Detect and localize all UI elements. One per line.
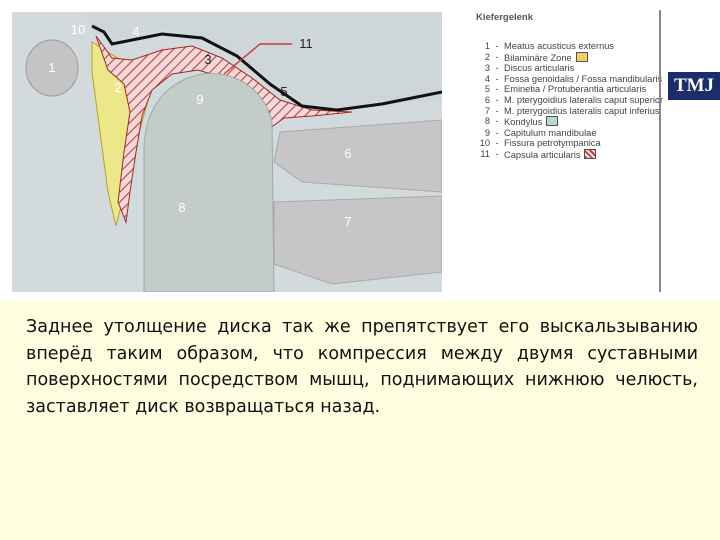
legend-item-number: 5 <box>484 84 490 95</box>
legend-dash: - <box>495 116 499 127</box>
legend-dash: - <box>495 148 499 159</box>
legend-item-text: Discus articularis <box>504 63 664 74</box>
label-6: 6 <box>344 146 351 161</box>
legend-item-number: 3 <box>484 63 490 74</box>
legend-dash: - <box>495 51 499 62</box>
lateral-pterygoid-superior <box>273 119 442 193</box>
legend-item-text: M. pterygoidius lateralis caput inferius <box>504 106 664 117</box>
legend-item-label: Meatus acusticus externus <box>504 41 615 51</box>
legend-swatch <box>584 148 597 159</box>
legend-item-number: 11 <box>480 148 490 159</box>
legend-item: 7-M. pterygoidius lateralis caput inferi… <box>476 106 664 117</box>
label-1: 1 <box>48 60 55 75</box>
lateral-pterygoid-inferior <box>273 195 442 285</box>
tmj-badge: TMJ <box>668 72 720 100</box>
legend-item-label: M. pterygoidius lateralis caput superior <box>504 94 664 105</box>
legend-dash: - <box>495 105 499 116</box>
legend-swatch <box>575 51 588 62</box>
mandibular-condyle <box>143 73 275 292</box>
label-9: 9 <box>196 92 203 107</box>
label-10: 10 <box>71 22 85 37</box>
legend-item: 10-Fissura petrotympanica <box>476 138 664 149</box>
leader-line-11 <box>223 43 292 75</box>
legend-item-number: 2 <box>484 51 490 62</box>
label-5: 5 <box>280 84 287 99</box>
label-2: 2 <box>114 80 121 95</box>
legend-item-label: Kondylus <box>504 117 543 128</box>
legend-dash: - <box>495 138 499 149</box>
legend-divider <box>659 10 661 292</box>
legend-item-number: 4 <box>484 73 490 84</box>
legend-item-label: Fossa genoidalis / Fossa mandibularis <box>504 73 663 84</box>
legend-dash: - <box>495 63 499 74</box>
legend-item-label: Capsula articularis <box>504 149 581 160</box>
legend-item-label: Discus articularis <box>504 63 575 74</box>
legend-dash: - <box>495 84 499 95</box>
figure-panel: 1 2 3 4 5 6 7 8 9 10 11 Kiefergelenk 1-M… <box>0 0 720 300</box>
legend-item-number: 1 <box>484 41 490 51</box>
legend-item-label: Bilaminäre Zone <box>504 52 572 63</box>
legend-item-text: Fossa genoidalis / Fossa mandibularis <box>504 74 664 85</box>
legend-dash: - <box>495 41 499 51</box>
legend-item-text: M. pterygoidius lateralis caput superior <box>504 95 664 106</box>
label-3: 3 <box>204 52 211 67</box>
legend-dash: - <box>495 127 499 138</box>
legend: Kiefergelenk 1-Meatus acusticus externus… <box>476 12 664 161</box>
label-4: 4 <box>132 24 139 39</box>
fossa-contour-line <box>91 24 442 112</box>
legend-item: 11-Capsula articularis <box>476 148 664 161</box>
caption-text: Заднее утолщение диска так же препятству… <box>26 317 698 417</box>
legend-item-text: Kondylus <box>504 116 664 128</box>
legend-item: 5-Eminetia / Protuberantia articularis <box>476 84 664 95</box>
legend-item: 2-Bilaminäre Zone <box>476 51 664 64</box>
legend-item: 1-Meatus acusticus externus <box>476 41 664 52</box>
label-7: 7 <box>344 214 351 229</box>
legend-item-number: 9 <box>484 127 490 138</box>
legend-item-text: Fissura petrotympanica <box>504 138 664 149</box>
legend-item-label: Capitulum mandibulae <box>504 127 597 138</box>
legend-dash: - <box>495 94 499 105</box>
legend-swatch <box>546 116 559 127</box>
legend-item-text: Capsula articularis <box>504 148 664 161</box>
legend-title: Kiefergelenk <box>476 12 534 23</box>
legend-item-number: 10 <box>479 138 490 149</box>
legend-item: 8-Kondylus <box>476 116 664 128</box>
legend-item-label: Eminetia / Protuberantia articularis <box>504 84 647 95</box>
label-11: 11 <box>299 36 313 51</box>
legend-item: 9-Capitulum mandibulae <box>476 128 664 139</box>
legend-item: 4-Fossa genoidalis / Fossa mandibularis <box>476 74 664 85</box>
tmj-anatomy-illustration: 1 2 3 4 5 6 7 8 9 10 11 <box>12 12 442 292</box>
legend-item-text: Capitulum mandibulae <box>504 128 664 139</box>
legend-item-text: Eminetia / Protuberantia articularis <box>504 84 664 95</box>
legend-item-number: 6 <box>484 94 490 105</box>
label-8: 8 <box>178 200 185 215</box>
external-auditory-meatus <box>25 39 79 97</box>
legend-item-text: Meatus acusticus externus <box>504 41 664 52</box>
legend-item-number: 8 <box>484 116 490 127</box>
temporal-bone <box>82 12 442 107</box>
legend-item: 3-Discus articularis <box>476 63 664 74</box>
legend-item-number: 7 <box>484 105 490 116</box>
legend-item-label: M. pterygoidius lateralis caput inferius <box>504 105 660 116</box>
legend-dash: - <box>495 73 499 84</box>
legend-item-text: Bilaminäre Zone <box>504 51 664 64</box>
legend-item-label: Fissura petrotympanica <box>504 138 601 149</box>
legend-item: 6-M. pterygoidius lateralis caput superi… <box>476 95 664 106</box>
